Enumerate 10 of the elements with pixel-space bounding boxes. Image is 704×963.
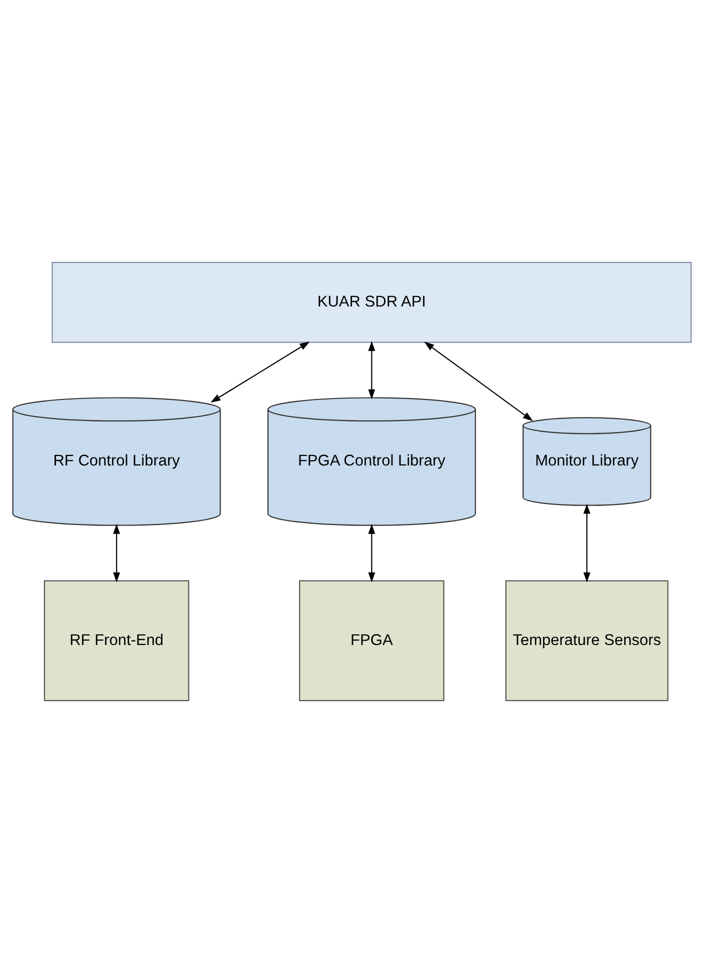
arrow [583, 504, 590, 582]
arrow [368, 524, 376, 582]
arrow [210, 342, 310, 403]
node-box: RF Front-End [44, 580, 190, 702]
arrow [368, 341, 376, 400]
node-box: FPGA [299, 580, 444, 702]
arrow [424, 342, 533, 422]
arrow [113, 524, 120, 582]
node-box: Temperature Sensors [505, 580, 668, 702]
node-box: KUAR SDR API [52, 262, 692, 343]
